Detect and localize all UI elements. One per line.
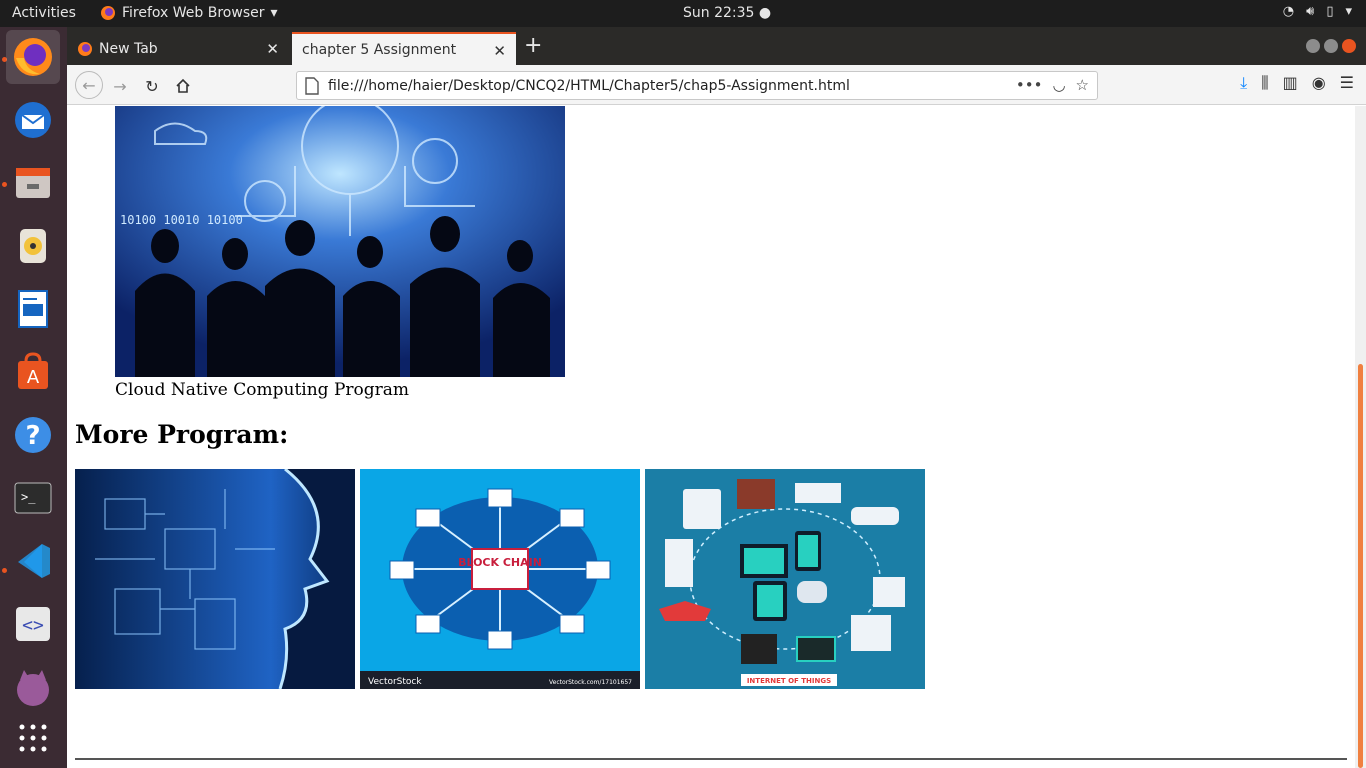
horizontal-rule — [75, 758, 1347, 760]
code-editor-icon[interactable]: <> — [6, 597, 60, 651]
window-controls — [1306, 39, 1356, 53]
bookmark-star-icon[interactable]: ☆ — [1075, 76, 1089, 94]
minimize-icon[interactable] — [1306, 39, 1320, 53]
libreoffice-writer-icon[interactable] — [6, 282, 60, 336]
page-actions-icon[interactable]: ••• — [1015, 76, 1043, 94]
svg-text:>_: >_ — [21, 490, 36, 504]
reload-button[interactable]: ↻ — [145, 76, 159, 96]
wifi-icon[interactable]: ◔ — [1282, 4, 1295, 19]
activities-button[interactable]: Activities — [12, 5, 76, 21]
firefox-small-icon — [101, 6, 115, 20]
running-indicator — [2, 182, 7, 187]
close-window-icon[interactable] — [1342, 39, 1356, 53]
blockchain-program-image: BLOCK CHAIN VectorStock VectorStock.com/… — [360, 469, 640, 689]
home-button[interactable] — [170, 73, 196, 99]
close-tab-icon[interactable]: ✕ — [266, 40, 279, 58]
svg-text:A: A — [27, 367, 40, 388]
page-icon — [305, 77, 319, 95]
image-caption: Cloud Native Computing Program — [115, 380, 410, 400]
clock[interactable]: Sun 22:35 ● — [683, 5, 771, 21]
iot-program-image: INTERNET OF THINGS — [645, 469, 925, 689]
system-top-bar: Activities Firefox Web Browser ▾ Sun 22:… — [0, 0, 1366, 27]
navigation-toolbar: ← → ↻ file:///home/haier/Desktop/CNCQ2/H… — [67, 65, 1366, 105]
vectorstock-id: VectorStock.com/17101657 — [549, 679, 632, 686]
vectorstock-watermark: VectorStock — [368, 677, 422, 687]
pocket-icon[interactable]: ◡ — [1052, 76, 1066, 94]
app-name: Firefox Web Browser — [122, 5, 265, 21]
sidebar-icon[interactable]: ▥ — [1282, 73, 1298, 92]
svg-text:<>: <> — [22, 615, 44, 636]
new-tab-button[interactable]: + — [524, 33, 543, 58]
forward-button[interactable]: → — [113, 76, 127, 96]
tab-chapter-5-assignment[interactable]: chapter 5 Assignment ✕ — [292, 32, 516, 65]
chevron-down-icon: ▾ — [270, 5, 278, 21]
software-center-icon[interactable]: A — [6, 345, 60, 399]
menu-icon[interactable]: ☰ — [1339, 73, 1354, 92]
home-icon — [176, 78, 190, 93]
chevron-down-icon[interactable]: ▾ — [1345, 4, 1352, 19]
library-icon[interactable]: ⫼ — [1261, 73, 1269, 92]
account-icon[interactable]: ◉ — [1311, 73, 1326, 92]
running-indicator — [2, 568, 7, 573]
svg-text:?: ? — [25, 421, 40, 451]
firefox-window: New Tab ✕ chapter 5 Assignment ✕ + ← → ↻… — [67, 27, 1366, 768]
tab-bar: New Tab ✕ chapter 5 Assignment ✕ + — [67, 27, 1366, 65]
maximize-icon[interactable] — [1324, 39, 1338, 53]
back-button[interactable]: ← — [75, 71, 103, 99]
terminal-icon[interactable]: >_ — [6, 471, 60, 525]
running-indicator — [2, 57, 7, 62]
app-menu[interactable]: Firefox Web Browser ▾ — [100, 5, 278, 21]
url-actions: ••• ◡ ☆ — [1016, 76, 1089, 94]
ai-program-image — [75, 469, 355, 689]
system-tray[interactable]: ◔ 🔊︎ ▯ ▾ — [1283, 4, 1352, 19]
files-icon[interactable] — [6, 156, 60, 210]
close-tab-icon[interactable]: ✕ — [493, 42, 506, 60]
tab-label: New Tab — [99, 40, 158, 57]
firefox-tab-icon — [78, 41, 92, 56]
rhythmbox-icon[interactable] — [6, 219, 60, 273]
scrollbar-thumb[interactable] — [1358, 364, 1363, 768]
dock: A ? >_ <> — [0, 27, 67, 768]
show-apps-icon[interactable] — [6, 711, 60, 765]
vscode-icon[interactable] — [6, 534, 60, 588]
toolbar-right: ⤓ ⫼ ▥ ◉ ☰ — [1240, 73, 1366, 93]
notification-dot-icon: ● — [758, 5, 772, 21]
svg-text:10100 10010 10100: 10100 10010 10100 — [120, 213, 243, 227]
url-text[interactable]: file:///home/haier/Desktop/CNCQ2/HTML/Ch… — [328, 78, 850, 94]
help-icon[interactable]: ? — [6, 408, 60, 462]
tab-label: chapter 5 Assignment — [302, 41, 457, 58]
url-bar[interactable]: file:///home/haier/Desktop/CNCQ2/HTML/Ch… — [296, 71, 1098, 100]
page-viewport: 10100 10010 10100 Cloud Native Computing… — [67, 106, 1355, 768]
program-thumbnails: BLOCK CHAIN VectorStock VectorStock.com/… — [75, 469, 925, 689]
thunderbird-icon[interactable] — [6, 93, 60, 147]
download-icon[interactable]: ⤓ — [1240, 73, 1248, 92]
battery-icon[interactable]: ▯ — [1326, 4, 1334, 19]
clock-text: Sun 22:35 — [683, 5, 755, 21]
section-heading: More Program: — [75, 420, 289, 449]
tab-new-tab[interactable]: New Tab ✕ — [67, 32, 289, 65]
blockchain-label: BLOCK CHAIN — [458, 556, 542, 569]
vertical-scrollbar[interactable] — [1355, 106, 1366, 768]
volume-icon[interactable]: 🔊︎ — [1306, 4, 1315, 19]
firefox-icon[interactable] — [6, 30, 60, 84]
cloud-native-image: 10100 10010 10100 — [115, 106, 565, 377]
cat-app-icon[interactable] — [6, 660, 60, 714]
iot-label: INTERNET OF THINGS — [747, 677, 831, 685]
